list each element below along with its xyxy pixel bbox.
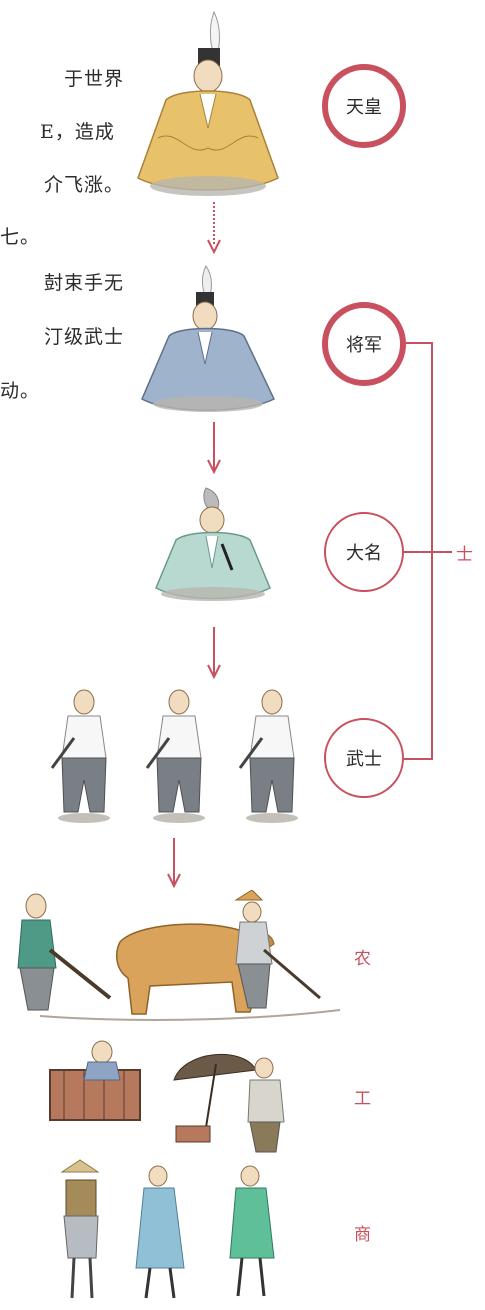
samurai-group: [44, 688, 304, 828]
daimyo-label: 大名: [346, 543, 382, 564]
text-line-5: 尌束手无: [44, 272, 125, 294]
samurai-label: 武士: [346, 749, 382, 770]
shogun-figure: [134, 264, 284, 414]
emperor-label: 天皇: [346, 97, 382, 118]
merchant-scene: [52, 1158, 302, 1303]
text-line-1: 于世界: [64, 68, 125, 90]
bracket-middle-arm: [404, 551, 452, 553]
arrow-down-icon: [207, 422, 221, 474]
samurai-figure-2: [145, 689, 205, 823]
shogun-label: 将军: [346, 335, 382, 356]
bracket-label-shi: 士: [456, 545, 473, 565]
emperor-label-circle: 天皇: [322, 64, 406, 148]
merchant-label: 商: [354, 1225, 371, 1245]
daimyo-figure: [148, 484, 278, 604]
artisan-scene: [44, 1040, 304, 1160]
text-line-2: E，造成: [40, 121, 115, 143]
artisan-label: 工: [354, 1089, 371, 1109]
bracket-bottom-arm: [404, 758, 432, 760]
farmer-label: 农: [354, 949, 371, 969]
text-line-3: 介飞涨。: [44, 174, 125, 196]
daimyo-label-circle: 大名: [324, 512, 404, 592]
samurai-figure-3: [238, 689, 298, 823]
farmer-scene: [0, 890, 340, 1030]
arrow-dotted-icon: [207, 202, 221, 254]
arrow-down-icon: [167, 838, 181, 888]
arrow-down-icon: [207, 627, 221, 679]
text-line-6: 汀级武士: [44, 326, 125, 348]
text-line-4: 七。: [0, 226, 41, 248]
samurai-figure-1: [50, 689, 110, 823]
samurai-label-circle: 武士: [324, 718, 404, 798]
shogun-label-circle: 将军: [322, 302, 406, 386]
text-line-7: 动。: [0, 380, 41, 402]
emperor-figure: [128, 8, 288, 198]
bracket-top-arm: [406, 342, 432, 344]
